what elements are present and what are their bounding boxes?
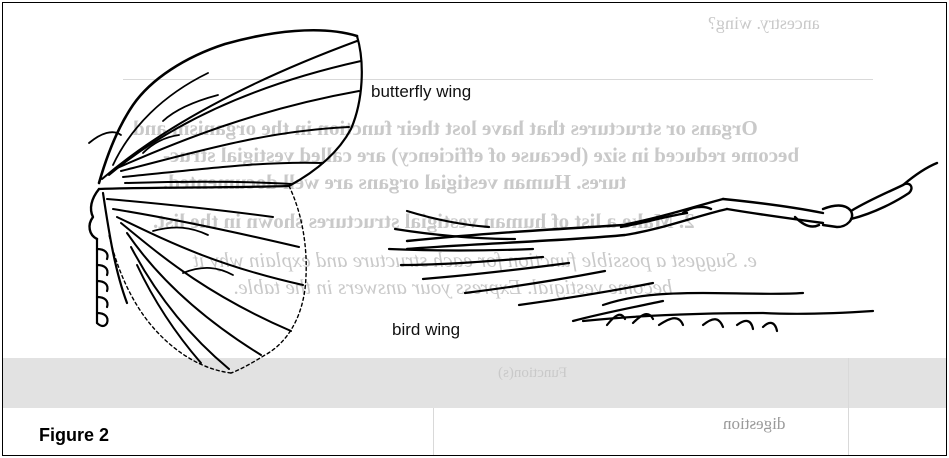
bird-feather [519, 283, 653, 305]
bird-wing-digit [851, 184, 911, 219]
bird-feather [401, 257, 543, 265]
butterfly-wing-label: butterfly wing [371, 82, 471, 102]
hindwing-vein [107, 199, 273, 217]
butterfly-wing [89, 30, 362, 373]
forewing-vein [125, 182, 291, 184]
bird-wing-bone [621, 213, 687, 227]
bird-feather [407, 211, 489, 227]
butterfly-body-notch [90, 189, 99, 239]
bird-wing-label: bird wing [392, 320, 460, 340]
bird-wing-bone [407, 199, 723, 241]
butterfly-abdomen [97, 239, 108, 326]
forewing-vein [109, 61, 361, 175]
forewing-vein [115, 91, 359, 169]
bird-feather [465, 271, 605, 293]
forewing-vein [121, 127, 349, 171]
bird-wing [389, 163, 937, 331]
forewing-vein [123, 163, 323, 177]
figure-caption: Figure 2 [39, 425, 109, 446]
hindwing-vein [137, 265, 201, 363]
bird-feather [389, 249, 533, 251]
bird-feather [423, 263, 569, 279]
wings-illustration [3, 3, 946, 455]
bird-wing-trailing-edge [583, 311, 873, 321]
hindwing-vein [131, 247, 229, 369]
forewing-inner-edge [99, 186, 289, 189]
